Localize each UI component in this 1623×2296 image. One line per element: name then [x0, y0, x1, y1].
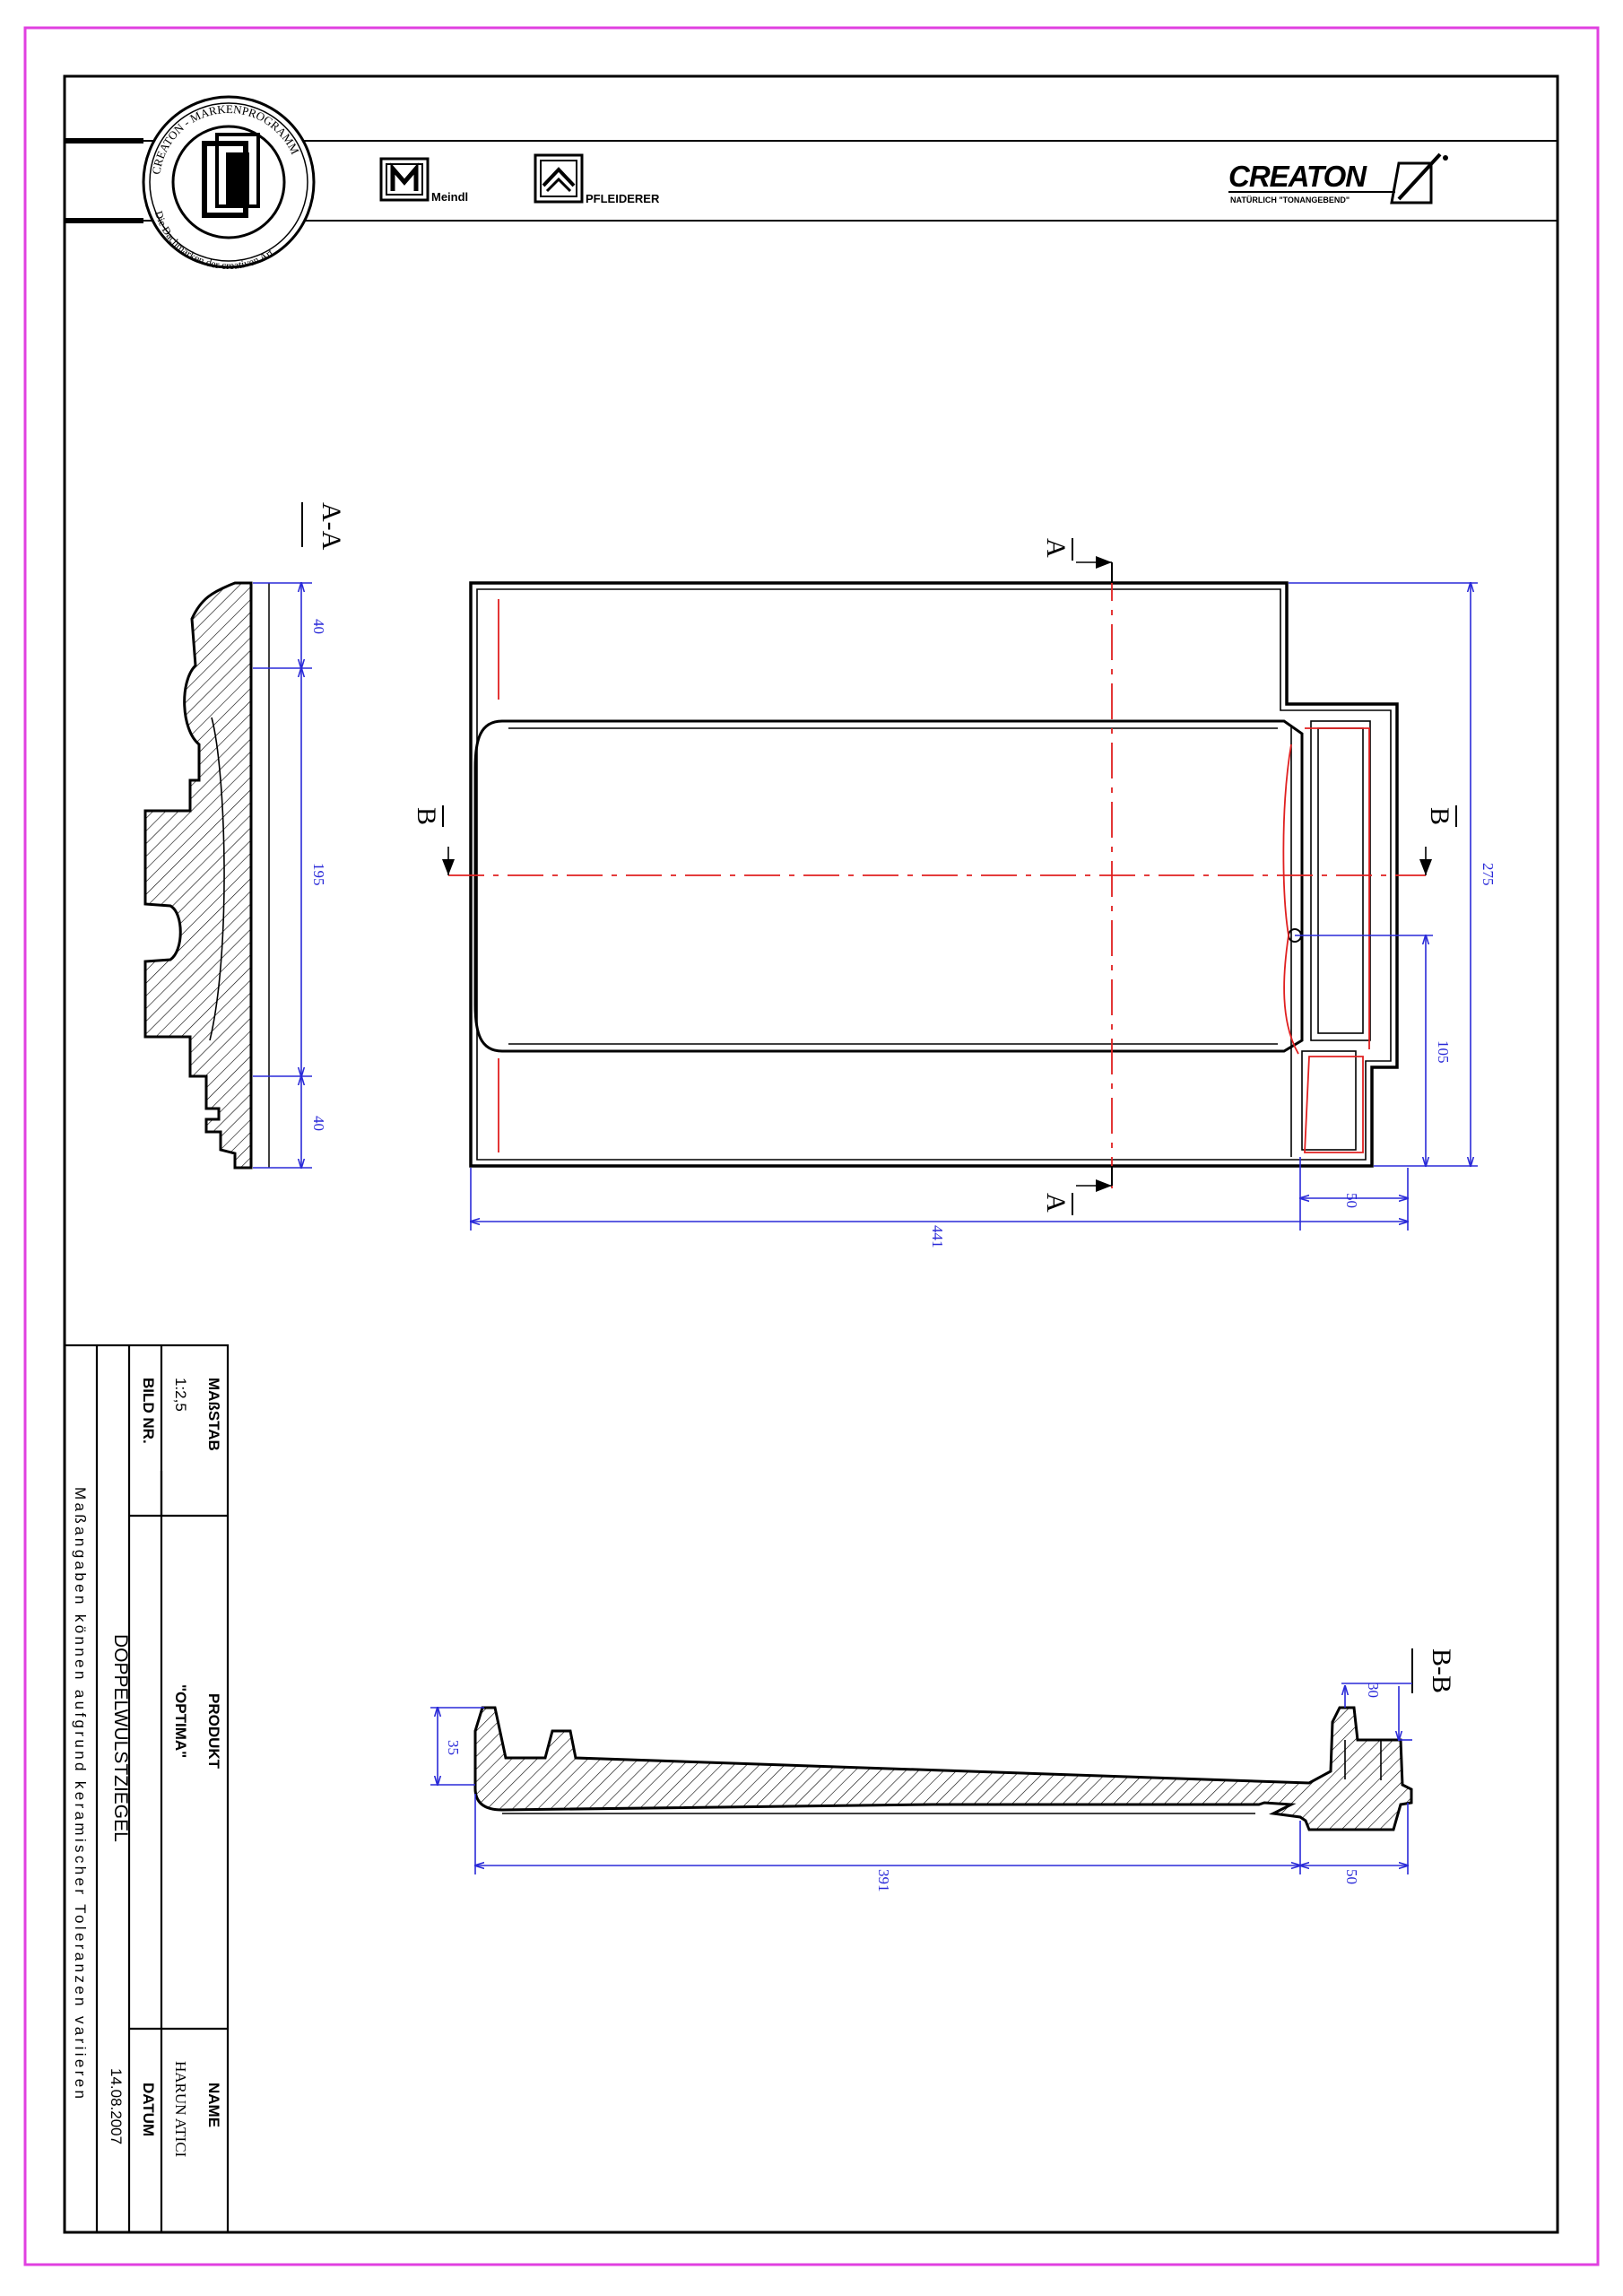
dim-bb-height-left: 35: [445, 1740, 462, 1755]
section-aa-view: A-A 40 195 40: [143, 502, 346, 1170]
section-aa-profile: [143, 581, 253, 1170]
massstab-value: 1:2,5: [172, 1378, 189, 1412]
dim-plan-notch-width: 50: [1343, 1193, 1360, 1208]
creaton-wordmark: CREATON: [1228, 160, 1367, 193]
description: DOPPELWULSTZIEGEL: [110, 1634, 131, 1842]
outer-frame: [23, 26, 1600, 2266]
produkt-label: PRODUKT: [205, 1693, 222, 1770]
plan-tile-outline: [469, 581, 1399, 1168]
dim-bb-height-right: 30: [1365, 1683, 1382, 1698]
meindl-logo: Meindl: [379, 157, 468, 204]
section-bb-profile: [473, 1706, 1413, 1831]
name-value: HARUN ATICI: [172, 2061, 189, 2158]
section-bb-title: B-B: [1427, 1648, 1456, 1693]
dim-aa-bottom: 40: [310, 1116, 327, 1131]
datum-label: DATUM: [140, 2083, 157, 2136]
section-marker-a-top: A: [1041, 538, 1071, 558]
bild-nr-label: BILD NR.: [140, 1378, 157, 1444]
section-marker-b-right: B: [1425, 807, 1454, 825]
dim-aa-mid: 195: [310, 863, 327, 886]
dim-plan-width: 441: [929, 1225, 946, 1248]
massstab-label: MAßSTAB: [205, 1378, 222, 1451]
produkt-value: "OPTIMA": [172, 1684, 189, 1758]
creaton-tagline: NATÜRLICH "TONANGEBEND": [1230, 196, 1350, 204]
dim-aa-top: 40: [310, 619, 327, 634]
dim-plan-height: 275: [1480, 863, 1497, 886]
name-label: NAME: [205, 2083, 222, 2127]
section-marker-a-bottom: A: [1041, 1193, 1071, 1213]
creaton-logo: CREATON NATÜRLICH "TONANGEBEND": [1228, 152, 1448, 204]
dim-plan-notch-height: 105: [1435, 1040, 1452, 1064]
pfleiderer-label: PFLEIDERER: [586, 192, 660, 205]
creaton-markenprogramm-seal: CREATON - MARKENPROGRAMM Die Dachmarken …: [142, 95, 316, 272]
plan-tile-pan: [473, 719, 1304, 1053]
pfleiderer-logo: PFLEIDERER: [534, 153, 660, 205]
section-aa-title: A-A: [317, 502, 346, 551]
header-band: [65, 138, 1558, 223]
dim-bb-length: 391: [875, 1869, 892, 1892]
meindl-label: Meindl: [431, 190, 468, 204]
section-marker-b-left: B: [412, 807, 441, 825]
datum-value: 14.08.2007: [108, 2068, 125, 2144]
drawing-border: [63, 74, 1559, 2234]
section-bb-view: B-B 35 30 391 50: [430, 1648, 1456, 1892]
dim-bb-end: 50: [1343, 1869, 1360, 1884]
plan-view: A A B B 275 105 50 441: [412, 538, 1497, 1248]
tolerance-note: Maßangaben können aufgrund keramischer T…: [72, 1487, 89, 2099]
title-block: MAßSTAB 1:2,5 BILD NR. PRODUKT "OPTIMA" …: [63, 1344, 230, 2234]
